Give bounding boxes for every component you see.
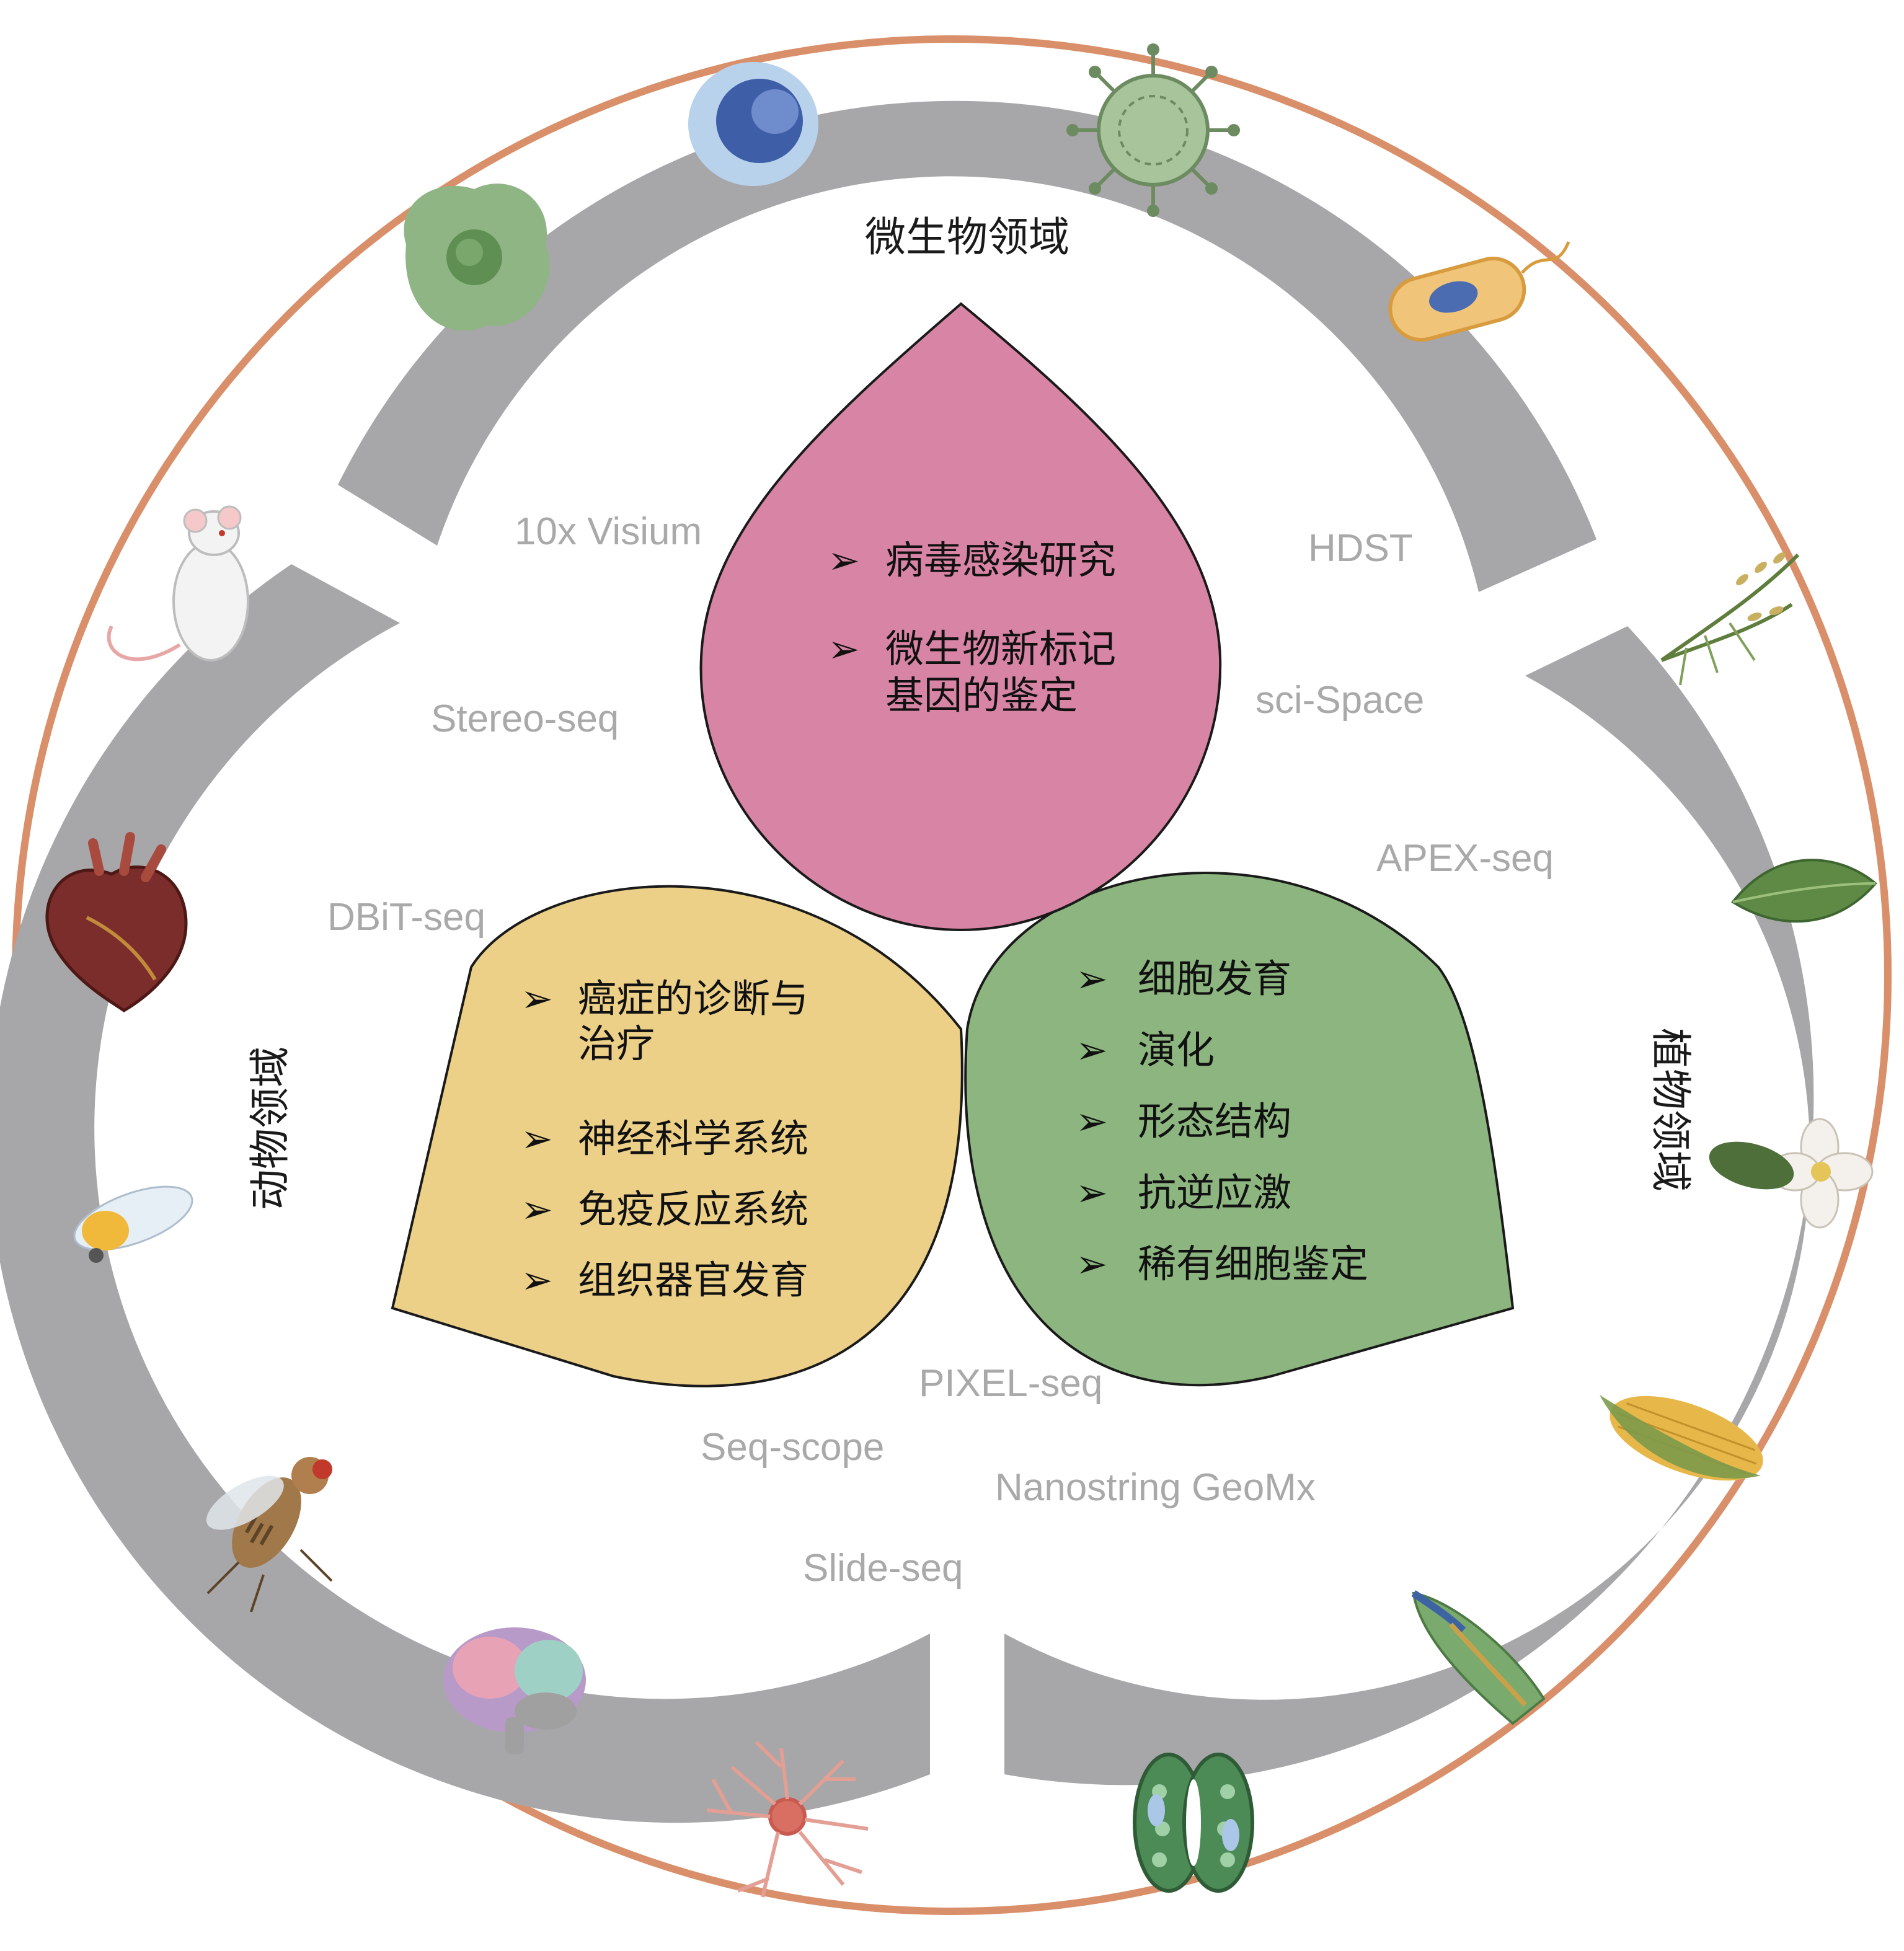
- bullet-arrow: ➢: [1076, 956, 1108, 1001]
- microbe-item: 基因的鉴定: [885, 673, 1078, 718]
- technique-label: PIXEL-seq: [919, 1362, 1102, 1405]
- flower-icon: [1709, 1118, 1874, 1229]
- plant-item: 形态结构: [1138, 1099, 1291, 1144]
- stomata-icon: [1133, 1753, 1254, 1893]
- domain-label-plant: 植物领域: [1647, 1028, 1694, 1192]
- technique-label: Nanostring GeoMx: [995, 1466, 1316, 1509]
- bullet-arrow: ➢: [521, 1116, 553, 1161]
- technique-label: Stereo-seq: [431, 697, 619, 740]
- technique-label: Seq-scope: [701, 1426, 884, 1469]
- microbe-petal: [699, 302, 1222, 932]
- mouse-icon: [107, 505, 249, 661]
- bullet-arrow: ➢: [521, 1257, 553, 1303]
- plant-item: 抗逆应激: [1138, 1170, 1291, 1215]
- amoeba-icon: [404, 184, 550, 331]
- fruit-fly-icon: [206, 1457, 333, 1613]
- animal-petal: [391, 885, 963, 1387]
- bullet-arrow: ➢: [521, 976, 553, 1021]
- root-tip-icon: [1411, 1590, 1546, 1725]
- leaf-icon: [1731, 859, 1877, 923]
- heart-icon: [45, 832, 188, 1012]
- bullet-arrow: ➢: [1076, 1099, 1108, 1144]
- bullet-arrow: ➢: [828, 626, 860, 671]
- bullet-arrow: ➢: [828, 538, 860, 583]
- microbe-item: 病毒感染研究: [885, 538, 1116, 583]
- animal-item: 癌症的诊断与: [578, 976, 808, 1021]
- rice-plant-icon: [1660, 552, 1800, 686]
- bullet-arrow: ➢: [1076, 1170, 1108, 1215]
- corn-icon: [1600, 1395, 1763, 1481]
- technique-label: Slide-seq: [803, 1547, 963, 1590]
- animal-item: 免疫反应系统: [578, 1187, 808, 1232]
- neuron-icon: [706, 1740, 869, 1898]
- bullet-arrow: ➢: [1076, 1241, 1108, 1286]
- technique-label: 10x Visium: [515, 510, 702, 553]
- bacterium-icon: [1388, 241, 1570, 342]
- virus-icon: [1066, 43, 1240, 217]
- animal-item: 组织器官发育: [578, 1257, 808, 1303]
- plant-petal: [964, 871, 1515, 1387]
- plant-item: 细胞发育: [1138, 956, 1291, 1001]
- plant-item: 稀有细胞鉴定: [1138, 1241, 1368, 1286]
- bullet-arrow: ➢: [521, 1187, 553, 1232]
- white-blood-cell-icon: [688, 62, 818, 186]
- plant-item: 演化: [1138, 1027, 1215, 1073]
- brain-icon: [443, 1627, 586, 1754]
- bullet-arrow: ➢: [1076, 1027, 1108, 1073]
- microbe-item: 微生物新标记: [885, 626, 1116, 671]
- technique-label: DBiT-seq: [327, 896, 485, 939]
- technique-label: sci-Space: [1255, 679, 1424, 722]
- animal-item: 治疗: [578, 1021, 655, 1066]
- domain-label-microbe: 微生物领域: [865, 213, 1069, 261]
- technique-label: HDST: [1308, 527, 1413, 570]
- technique-label: APEX-seq: [1376, 837, 1554, 880]
- domain-label-animal: 动物领域: [246, 1046, 294, 1210]
- microbe-band: [338, 100, 1596, 593]
- animal-item: 神经科学系统: [578, 1116, 808, 1161]
- zebrafish-embryo-icon: [73, 1185, 193, 1263]
